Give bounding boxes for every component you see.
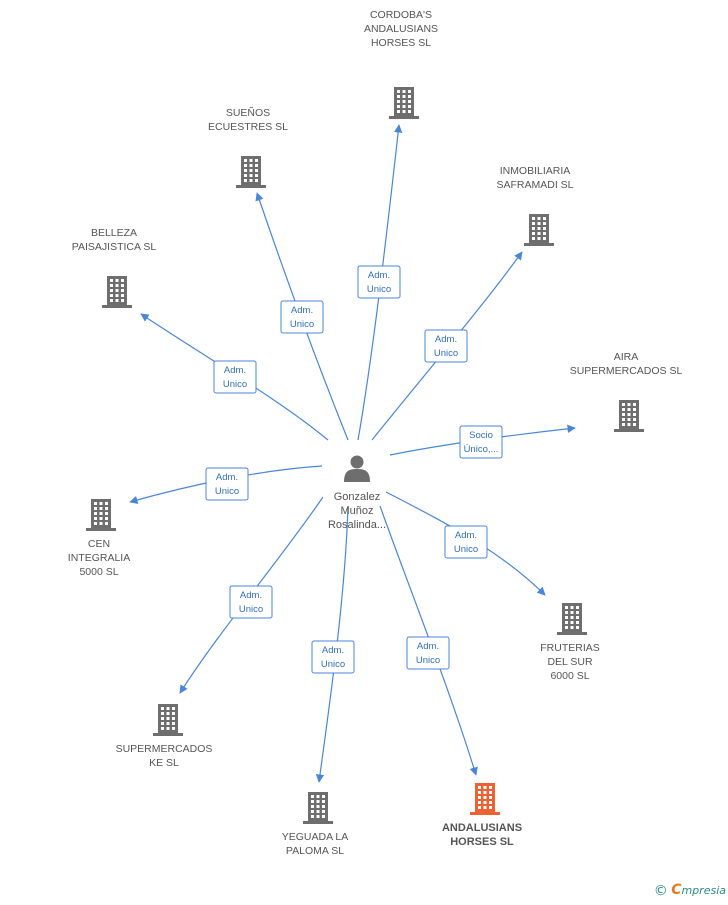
edge-label-line: Único,... xyxy=(464,444,499,455)
person-label-line: Muñoz xyxy=(340,505,373,517)
edge-label-line: Adm. xyxy=(435,334,457,345)
company-label-line: YEGUADA LA xyxy=(282,831,349,843)
brand-initial: C xyxy=(671,882,682,898)
edge-label-line: Unico xyxy=(290,319,314,330)
edge-label-line: Adm. xyxy=(322,645,344,656)
edge-label-line: Adm. xyxy=(291,305,313,316)
company-label-line: INMOBILIARIA xyxy=(500,165,571,177)
company-label-line: INTEGRALIA xyxy=(68,552,130,564)
edge-label-line: Adm. xyxy=(368,270,390,281)
edges-layer: Adm.UnicoAdm.UnicoAdm.UnicoAdm.UnicoSoci… xyxy=(129,124,576,783)
company-label-line: HORSES SL xyxy=(450,836,514,848)
company-label-line: FRUTERIAS xyxy=(540,642,600,654)
company-node-cordobas[interactable]: CORDOBA'S ANDALUSIANS HORSES SL xyxy=(364,9,438,119)
company-label-line: PAISAJISTICA SL xyxy=(72,241,157,253)
edge-label-box[interactable]: Adm. Unico xyxy=(311,640,355,674)
edge-label-line: Adm. xyxy=(240,590,262,601)
building-icon xyxy=(614,400,644,432)
edge-yeguada: Adm. Unico xyxy=(311,505,355,783)
building-icon xyxy=(557,603,587,635)
building-icon xyxy=(236,156,266,188)
company-label-line: SUPERMERCADOS xyxy=(116,743,213,755)
edge-label-line: Socio xyxy=(469,430,493,441)
company-label-line: DEL SUR xyxy=(547,656,593,668)
building-icon xyxy=(102,276,132,308)
company-label-line: ANDALUSIANS xyxy=(442,822,522,834)
edge-label-box[interactable]: Adm. Unico xyxy=(406,636,450,670)
footer-brand[interactable]: © Cmpresia xyxy=(654,882,726,899)
edge-label-line: Adm. xyxy=(224,365,246,376)
building-icon xyxy=(524,214,554,246)
edge-suenos: Adm. Unico xyxy=(255,192,349,441)
company-node-belleza[interactable]: BELLEZA PAISAJISTICA SL xyxy=(72,227,157,308)
edge-supermercadoske: Adm. Unico xyxy=(179,496,324,694)
company-label-line: SUEÑOS xyxy=(226,106,270,119)
company-label-line: CEN xyxy=(88,538,110,550)
edge-label-line: Unico xyxy=(416,655,440,666)
edge-cordobas: Adm. Unico xyxy=(357,124,403,441)
edge-label-line: Unico xyxy=(434,348,458,359)
brand-name: mpresia xyxy=(681,884,726,897)
company-node-supermercadoske[interactable]: SUPERMERCADOS KE SL xyxy=(116,704,213,769)
edge-label-line: Unico xyxy=(321,659,345,670)
edge-label-box[interactable]: Adm. Unico xyxy=(280,300,324,334)
company-node-cen[interactable]: CEN INTEGRALIA 5000 SL xyxy=(68,499,130,578)
person-label-line: Gonzalez xyxy=(334,491,380,503)
company-label-line: 6000 SL xyxy=(550,670,589,682)
edge-aira: SocioÚnico,... xyxy=(389,424,576,459)
company-label-line: SUPERMERCADOS SL xyxy=(570,365,683,377)
company-label-line: HORSES SL xyxy=(371,37,431,49)
edge-label-box[interactable]: Adm. Unico xyxy=(424,329,468,363)
edge-fruterias: Adm. Unico xyxy=(385,491,546,596)
company-label-line: ANDALUSIANS xyxy=(364,23,438,35)
edge-label-line: Unico xyxy=(223,379,247,390)
edge-belleza: Adm. Unico xyxy=(140,313,329,441)
company-node-yeguada[interactable]: YEGUADA LA PALOMA SL xyxy=(282,792,349,857)
edge-label-line: Unico xyxy=(367,284,391,295)
company-node-aira[interactable]: AIRA SUPERMERCADOS SL xyxy=(570,351,683,432)
copyright-icon: © xyxy=(653,883,668,899)
edge-andalusians: Adm. Unico xyxy=(379,505,478,776)
edge-cen: Adm. Unico xyxy=(129,465,323,504)
company-label-line: 5000 SL xyxy=(79,566,118,578)
edge-label-line: Unico xyxy=(215,486,239,497)
building-icon xyxy=(153,704,183,736)
edge-label-line: Adm. xyxy=(216,472,238,483)
building-icon xyxy=(86,499,116,531)
person-label-line: Rosalinda... xyxy=(328,519,386,531)
building-icon xyxy=(470,783,500,815)
edge-label-box[interactable]: Adm. Unico xyxy=(213,360,257,394)
edge-label-box[interactable]: Adm. Unico xyxy=(229,585,273,619)
edge-label-box[interactable]: SocioÚnico,... xyxy=(459,425,503,459)
company-label-line: KE SL xyxy=(149,757,179,769)
edge-line xyxy=(357,124,403,441)
nodes-layer: CORDOBA'S ANDALUSIANS HORSES SL SUEÑOS ECUES… xyxy=(68,9,683,857)
building-icon xyxy=(389,87,419,119)
company-label-line: BELLEZA xyxy=(91,227,137,239)
company-label-line: CORDOBA'S xyxy=(370,9,432,21)
edge-label-box[interactable]: Adm. Unico xyxy=(444,525,488,559)
company-label-line: SAFRAMADI SL xyxy=(496,179,573,191)
building-icon xyxy=(303,792,333,824)
company-node-suenos[interactable]: SUEÑOS ECUESTRES SL xyxy=(208,106,288,188)
edge-label-line: Unico xyxy=(454,544,478,555)
company-label-line: AIRA xyxy=(614,351,639,363)
company-label-line: PALOMA SL xyxy=(286,845,344,857)
edge-label-box[interactable]: Adm. Unico xyxy=(205,467,249,501)
company-label-line: ECUESTRES SL xyxy=(208,121,288,133)
edge-label-box[interactable]: Adm. Unico xyxy=(357,265,401,299)
edge-label-line: Unico xyxy=(239,604,263,615)
company-node-fruterias[interactable]: FRUTERIAS DEL SUR 6000 SL xyxy=(540,603,600,682)
company-node-inmobiliaria[interactable]: INMOBILIARIA SAFRAMADI SL xyxy=(496,165,574,246)
center-node[interactable]: GonzalezMuñozRosalinda... xyxy=(328,455,386,532)
person-icon xyxy=(344,455,370,482)
edge-label-line: Adm. xyxy=(455,530,477,541)
edge-label-line: Adm. xyxy=(417,641,439,652)
edge-inmobiliaria: Adm. Unico xyxy=(371,251,523,441)
company-node-andalusians[interactable]: ANDALUSIANS HORSES SL xyxy=(442,783,522,848)
